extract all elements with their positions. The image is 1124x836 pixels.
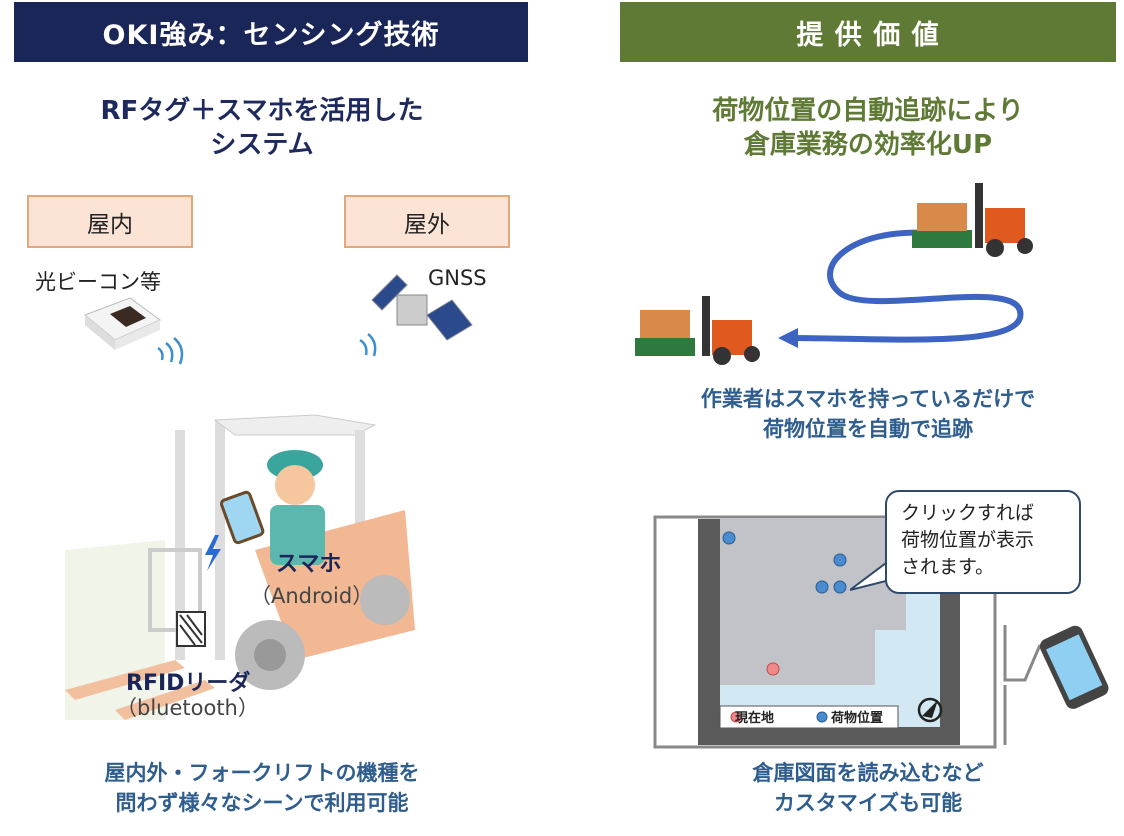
- right-title: 荷物位置の自動追跡により 倉庫業務の効率化UP: [640, 94, 1096, 162]
- outdoor-box: 屋外: [344, 195, 510, 248]
- outdoor-label: GNSS: [428, 266, 487, 290]
- right-title-line-1: 荷物位置の自動追跡により: [712, 96, 1024, 126]
- satellite-icon: [359, 274, 473, 357]
- compass-icon: [917, 697, 943, 723]
- beacon-icon: [84, 297, 184, 365]
- legend-cargo-label: 荷物位置: [831, 711, 884, 726]
- smartphone-label: スマホ: [276, 552, 342, 577]
- forklift-bottom-icon: [635, 296, 760, 365]
- legend-current-icon: [730, 711, 742, 723]
- reader-connection: （bluetooth）: [116, 696, 259, 720]
- left-title-line-2: システム: [210, 130, 314, 160]
- bubble-line-3: されます。: [901, 556, 995, 578]
- current-location-marker: [766, 662, 780, 676]
- forklift-illustration: [65, 414, 415, 720]
- cargo-marker: [833, 580, 847, 594]
- smartphone-os: （Android）: [250, 584, 374, 608]
- left-caption: 屋内外・フォークリフトの機種を 問わず様々なシーンで利用可能: [30, 758, 494, 818]
- smartphone-icon: [220, 490, 265, 545]
- right-caption-line-1: 倉庫図面を読み込むなど: [752, 761, 984, 785]
- bubble-line-1: クリックすれば: [901, 502, 1035, 524]
- tracking-caption: 作業者はスマホを持っているだけで 荷物位置を自動で追跡: [640, 384, 1096, 444]
- legend-cargo-icon: [816, 711, 828, 723]
- legend-current-label: 現在地: [735, 711, 775, 726]
- left-title: RFタグ＋スマホを活用した システム: [40, 94, 484, 162]
- right-title-line-2: 倉庫業務の効率化UP: [743, 130, 993, 160]
- left-header: OKI強み：センシング技術: [14, 2, 528, 62]
- forklift-top-icon: [912, 183, 1033, 257]
- reader-label: RFIDリーダ: [126, 671, 251, 696]
- cargo-marker: [722, 531, 736, 545]
- bluetooth-signal-icon: [205, 535, 221, 571]
- warehouse-map: [653, 515, 1109, 749]
- smartphone-icon: [1039, 625, 1109, 709]
- bubble-line-2: 荷物位置が表示: [901, 529, 1035, 551]
- cargo-marker: [815, 580, 829, 594]
- right-caption: 倉庫図面を読み込むなど カスタマイズも可能: [640, 758, 1096, 818]
- left-title-line-1: RFタグ＋スマホを活用した: [100, 96, 424, 126]
- indoor-box: 屋内: [27, 195, 193, 248]
- right-caption-line-2: カスタマイズも可能: [773, 791, 963, 815]
- left-caption-line-1: 屋内外・フォークリフトの機種を: [104, 761, 420, 785]
- tracking-illustration: [635, 183, 1033, 365]
- left-caption-line-2: 問わず様々なシーンで利用可能: [115, 791, 409, 815]
- right-header: 提 供 価 値: [620, 2, 1116, 62]
- tracking-caption-line-1: 作業者はスマホを持っているだけで: [700, 387, 1036, 411]
- indoor-label: 光ビーコン等: [35, 270, 161, 294]
- info-bubble: クリックすれば 荷物位置が表示 されます。: [885, 490, 1081, 594]
- tracking-caption-line-2: 荷物位置を自動で追跡: [763, 417, 973, 441]
- cargo-marker: [833, 553, 847, 567]
